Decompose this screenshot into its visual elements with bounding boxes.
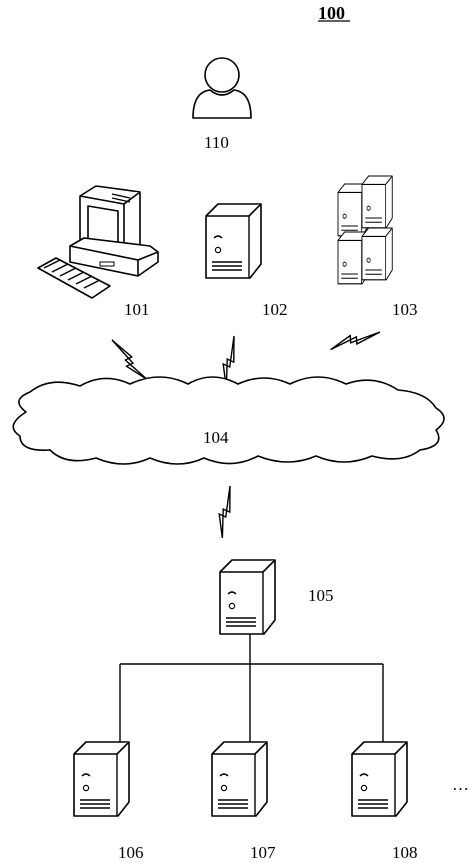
lightning-bolt-icon-103: [329, 314, 381, 368]
server-102-label: 102: [262, 300, 288, 319]
server-tower-icon-108: [351, 741, 408, 817]
server-tower-icon-105: [219, 559, 276, 635]
desktop-label: 101: [124, 300, 150, 319]
connector-lines: [119, 634, 384, 745]
server-105-label: 105: [308, 586, 334, 605]
server-cluster-icon: [337, 175, 393, 285]
lightning-bolt-icon-105: [200, 485, 252, 539]
figure-label: 100: [318, 3, 345, 23]
ellipsis: …: [452, 775, 469, 794]
cloud-icon: [12, 376, 445, 465]
server-tower-icon-102: [205, 203, 262, 279]
server-cluster-label: 103: [392, 300, 418, 319]
server-tower-icon-106: [73, 741, 130, 817]
server-107-label: 107: [250, 843, 276, 862]
server-tower-icon-107: [211, 741, 268, 817]
network-label: 104: [203, 428, 229, 447]
user-label: 110: [204, 133, 229, 152]
desktop-computer-icon: [37, 185, 159, 299]
person-icon: [192, 57, 252, 119]
server-108-label: 108: [392, 843, 418, 862]
lightning-bolt-icon-101: [106, 339, 153, 380]
server-106-label: 106: [118, 843, 144, 862]
